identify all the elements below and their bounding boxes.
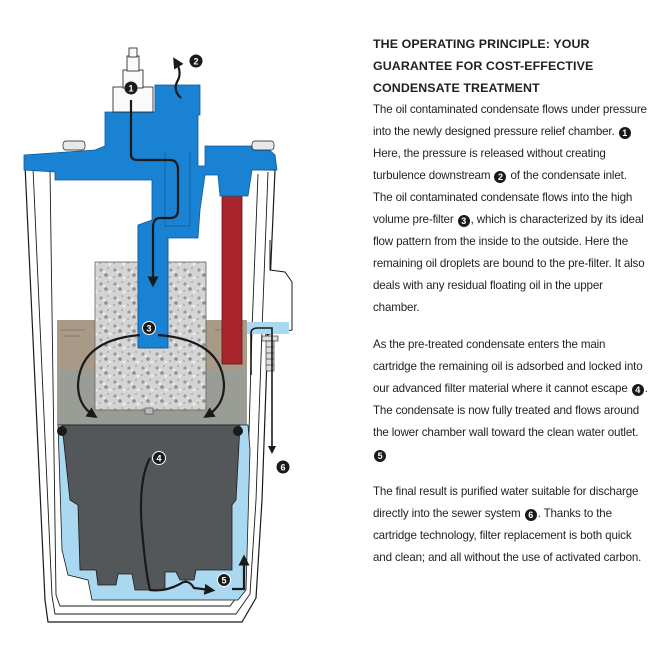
paragraph-cartridge: As the pre-treated condensate enters the…	[373, 334, 648, 466]
step-badge-4: 4	[631, 384, 644, 396]
flow-path-wall	[232, 554, 250, 591]
heading-line: CONDENSATE TREATMENT	[373, 81, 540, 95]
paragraph-text: The final result is purified water suita…	[373, 485, 639, 520]
paragraph-text: , which is characterized by its ideal fl…	[373, 213, 645, 314]
seal-right	[233, 426, 243, 436]
blue-lid	[23, 84, 278, 349]
svg-text:5: 5	[221, 576, 226, 586]
paragraph-text: of the condensate inlet. The oil contami…	[373, 169, 633, 226]
svg-text:4: 4	[156, 454, 161, 464]
step-badge-1: 1	[618, 127, 631, 139]
flow-path-prefilter-left	[76, 333, 141, 419]
heading-line: THE OPERATING PRINCIPLE: YOUR	[373, 37, 590, 51]
main-cartridge	[61, 424, 241, 591]
marker-4: 4	[152, 451, 166, 465]
paragraph-result: The final result is purified water suita…	[373, 481, 648, 569]
svg-text:2: 2	[193, 57, 198, 67]
seal-left	[57, 426, 67, 436]
knob-right	[251, 140, 275, 151]
inlet-fitting	[112, 47, 154, 113]
paragraph-text: The oil contaminated condensate flows un…	[373, 103, 647, 138]
step-badge-6: 6	[524, 509, 537, 521]
step-badge-5: 5	[374, 450, 386, 462]
marker-5: 5	[217, 573, 231, 587]
condensate-separator-diagram: 1 2 3 4 5 6	[23, 47, 293, 623]
outlet-screw	[261, 335, 279, 372]
flow-path-outlet	[250, 327, 276, 454]
section-heading: THE OPERATING PRINCIPLE: YOUR GUARANTEE …	[373, 33, 648, 99]
paragraph-text: . Thanks to the cartridge technology, fi…	[373, 507, 642, 564]
svg-text:3: 3	[146, 324, 151, 334]
heading-line: GUARANTEE FOR COST-EFFECTIVE	[373, 59, 594, 73]
paragraph-flow-intro: The oil contaminated condensate flows un…	[373, 99, 648, 319]
marker-1: 1	[124, 81, 138, 95]
marker-3: 3	[142, 321, 156, 335]
step-badge-2: 2	[494, 171, 507, 183]
marker-6: 6	[276, 460, 290, 474]
paragraph-text: As the pre-treated condensate enters the…	[373, 338, 643, 395]
flow-path-prefilter-right	[157, 333, 226, 418]
svg-text:1: 1	[128, 84, 133, 94]
step-badge-3: 3	[457, 215, 470, 227]
paragraph-text: . The condensate is now fully treated an…	[373, 382, 648, 439]
flow-path-vent	[173, 57, 184, 99]
flow-path-cartridge	[139, 457, 216, 595]
knob-left	[62, 140, 86, 151]
paragraph-text: Here, the pressure is released without c…	[373, 147, 606, 182]
flow-path-inlet	[129, 100, 180, 288]
description-column: THE OPERATING PRINCIPLE: YOUR GUARANTEE …	[373, 33, 648, 569]
marker-2: 2	[189, 54, 203, 68]
svg-text:6: 6	[280, 463, 285, 473]
